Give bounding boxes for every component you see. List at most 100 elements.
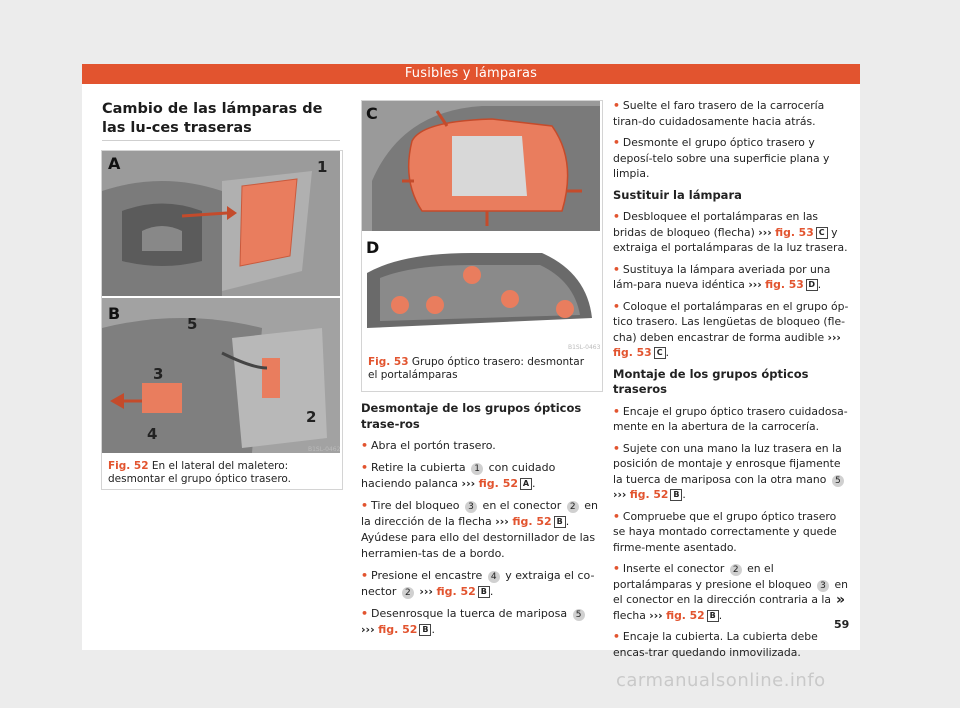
bullet-icon: • [361,499,369,512]
section-title: Cambio de las lámparas de las lu-ces tra… [102,101,323,136]
step-presione-encastre: •Presione el encastre 4 y extraiga el co… [361,568,601,600]
panel-badge: B [670,489,683,501]
callout-3: 3 [153,365,164,383]
fig53-caption-ref: Fig. 53 [368,356,409,368]
panel-badge: B [706,609,719,622]
step-text: Encaje el grupo óptico trasero cuidadosa… [613,404,848,434]
step-sustituya: •Sustituya la lámpara averiada por una l… [613,262,849,293]
bullet-icon: • [613,299,620,313]
step-text: . [532,477,536,490]
callout-4: 4 [147,425,158,443]
step-text: Coloque el portalámparas en el grupo óp-… [613,299,849,344]
figure-link[interactable]: fig. 52 [378,623,418,636]
callout-2: 2 [306,408,317,426]
step-text: Sujete con una mano la luz trasera en la… [613,441,842,486]
xref-arrow-icon: ››› [649,608,663,622]
step-compruebe: •Compruebe que el grupo óptico trasero s… [613,509,849,556]
fig52-caption: Fig. 52 En el lateral del maletero: desm… [108,460,336,486]
step-text: en el conector en la dirección contraria… [613,577,848,622]
bullet-icon: • [613,441,620,455]
column-sustituir: • Suelte el faro trasero de la carrocería… [613,98,849,666]
figure-link[interactable]: fig. 52 [478,477,518,490]
step-text: Inserte el conector [622,562,725,575]
panel-badge: B [419,624,432,636]
fig53-photo-d [362,233,600,351]
step-text: Tire del bloqueo [371,499,460,512]
fig53-photo-c [362,101,600,231]
continue-icon: » [836,592,846,608]
figure-link[interactable]: fig. 52 [512,515,552,528]
title-divider [102,140,340,141]
figure-link[interactable]: fig. 53 [775,225,814,239]
step-text: Desenrosque la tuerca de mariposa [371,607,568,620]
bullet-icon: • [613,262,620,276]
fig52-photo-b [102,298,340,453]
heading-montaje: Montaje de los grupos ópticos traseros [613,366,809,397]
step-text: Retire la cubierta [371,461,466,474]
heading-desmontaje: Desmontaje de los grupos ópticos trase-r… [361,401,582,431]
panel-label-b: B [108,304,121,323]
bullet-icon: • [613,404,620,418]
panel-badge: C [815,226,828,239]
heading-sustituir: Sustituir la lámpara [613,187,742,202]
panel-label-c: C [366,104,378,123]
xref-arrow-icon: ››› [748,278,762,291]
figure-link[interactable]: fig. 52 [666,608,705,622]
step-text: Suelte el faro trasero de la carrocería … [613,99,825,128]
fig52-code: B1SL-0462 [308,446,341,453]
step-encaje-cubierta: •Encaje la cubierta. La cubierta debe en… [613,629,849,660]
panel-badge: D [805,279,818,291]
fig52-photo-a [102,151,340,296]
callout-badge: 3 [817,579,830,592]
callout-badge: 1 [471,463,484,475]
callout-badge: 5 [572,609,585,621]
step-desenrosque: •Desenrosque la tuerca de mariposa 5 ›››… [361,606,601,638]
panel-badge: B [553,516,566,528]
step-text: . [489,585,494,598]
callout-5: 5 [187,315,198,333]
callout-badge: 4 [487,571,500,583]
step-text: Sustituya la lámpara averiada por una lá… [613,262,831,292]
panel-badge: B [477,586,490,598]
step-text: Encaje la cubierta. La cubierta debe enc… [613,630,818,659]
panel-label-a: A [108,154,121,173]
step-suelte-faro: •Suelte el faro trasero de la carrocería… [613,98,849,129]
step-coloque: •Coloque el portalámparas en el grupo óp… [613,299,849,361]
xref-arrow-icon: ››› [419,585,433,598]
step-text: . [718,608,723,622]
xref-arrow-icon: ››› [361,623,375,636]
figure-link[interactable]: fig. 53 [765,278,804,291]
figure-link[interactable]: fig. 52 [436,585,476,598]
xref-arrow-icon: ››› [613,488,627,501]
page-number: 59 [834,618,850,631]
fig53-code: B1SL-0463 [568,344,601,351]
bullet-icon: • [613,630,620,643]
step-text: en el conector [482,499,562,512]
step-text: Desbloquee el portalámparas en las brida… [613,210,819,239]
step-text: . [431,623,435,636]
tail-light-rear-illustration [362,101,600,231]
step-text: Abra el portón trasero. [371,439,496,452]
figure-link[interactable]: fig. 52 [629,488,669,501]
watermark: carmanualsonline.info [616,670,826,691]
step-text: en la dirección de la flecha [361,499,598,528]
step-text: y extraiga el portalámparas de la luz tr… [613,225,848,255]
callout-badge: 2 [401,587,414,599]
fig53-caption: Fig. 53 Grupo óptico trasero: desmontar … [368,356,596,382]
panel-badge: A [520,478,532,490]
bullet-icon: • [361,461,369,474]
step-encaje-grupo: •Encaje el grupo óptico trasero cuidados… [613,404,849,435]
callout-badge: 5 [831,474,844,487]
step-retire-cubierta: •Retire la cubierta 1 con cuidado hacien… [361,460,601,492]
bullet-icon: • [613,136,620,149]
bullet-icon: • [613,210,620,223]
figure-link[interactable]: fig. 53 [613,346,652,359]
xref-arrow-icon: ››› [758,225,772,239]
chapter-header: Fusibles y lámparas [82,64,860,84]
step-sujete: •Sujete con una mano la luz trasera en l… [613,441,849,503]
callout-badge: 2 [729,564,742,576]
step-text: Compruebe que el grupo óptico trasero se… [613,509,837,554]
trunk-side-illustration-a [102,151,340,296]
bullet-icon: • [613,562,620,575]
lamp-holder-illustration [362,233,600,351]
